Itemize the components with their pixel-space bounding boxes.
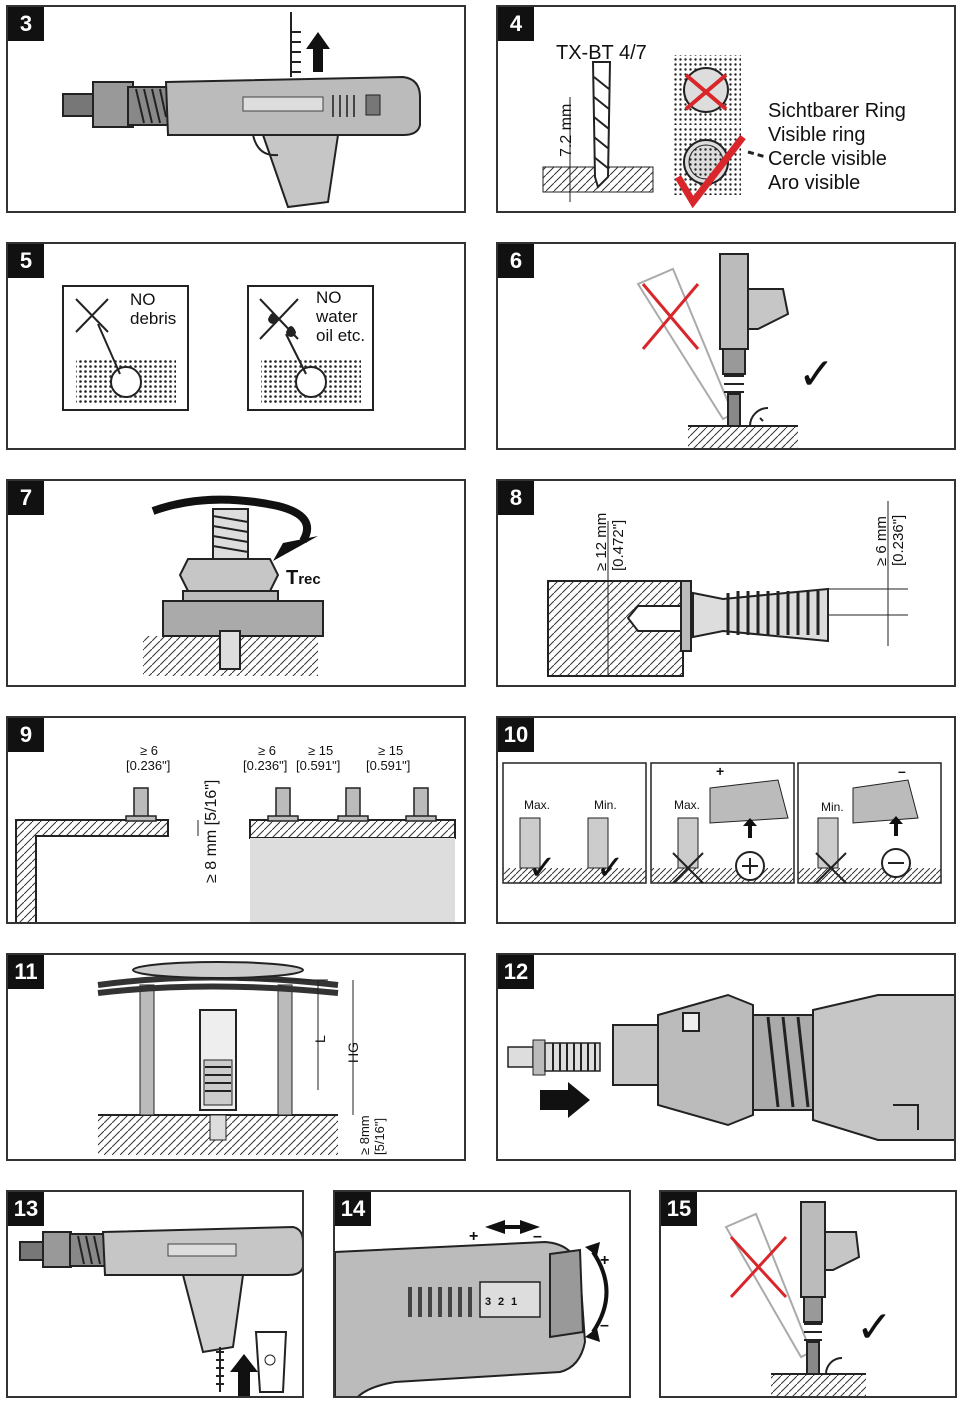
drill-illustration — [542, 55, 767, 209]
step-number: 8 — [498, 481, 534, 515]
spacing-1-in: [0.236"] — [126, 758, 171, 773]
torque-subscript: rec — [298, 571, 321, 588]
grating-height-label: HG — [345, 1042, 361, 1063]
step-11-panel: 11 L HG ≥ 8mm [5/16"] — [6, 953, 466, 1161]
depth-label: 7.2 mm — [558, 103, 575, 157]
step-number: 7 — [8, 481, 44, 515]
spacing-4-in: [0.591"] — [366, 758, 411, 773]
dial-minus-sign: – — [533, 1228, 542, 1245]
remove-strip-illustration — [19, 1225, 302, 1396]
step-13-panel: 13 — [6, 1190, 304, 1398]
no-water-line3: oil etc. — [316, 326, 366, 345]
length-label: L — [312, 1035, 328, 1043]
grating-illustration — [97, 961, 354, 1155]
step-4-panel: 4 TX-BT 4/7 7.2 mm Sichtbarer Ring Visib… — [496, 5, 956, 213]
thread-dist-mm: ≥ 6 mm — [873, 516, 890, 566]
adjust-illustration — [502, 762, 942, 884]
max-label-2: Max. — [674, 798, 701, 812]
step-number: 12 — [498, 955, 534, 989]
thickness-label: ≥ 8 mm [5/16"] — [203, 779, 220, 883]
min-label-2: Min. — [821, 800, 844, 814]
tool-illustration — [62, 12, 421, 209]
edge-distance-illustration — [547, 501, 908, 677]
power-regulation-illustration — [335, 1220, 609, 1396]
no-debris-line1: NO — [130, 290, 156, 309]
base-thickness-in: [5/16"] — [372, 1117, 387, 1155]
dial-plus-sign: + — [469, 1228, 479, 1245]
step-number: 4 — [498, 7, 534, 41]
step-number: 5 — [8, 244, 44, 278]
step-number: 6 — [498, 244, 534, 278]
dial-level-2: 2 — [498, 1296, 505, 1308]
step-8-panel: 8 ≥ 12 mm [0.472"] ≥ 6 mm [0.236"] — [496, 479, 956, 687]
step-5-panel: 5 NO debris NO water oil etc. — [6, 242, 466, 450]
perpendicular-illustration — [636, 253, 798, 448]
rotate-plus-sign: + — [600, 1252, 610, 1269]
step-10-panel: 10 Max. Min. Max. Min. + – ✓ ✓ — [496, 716, 956, 924]
ring-text: Sichtbarer Ring Visible ring Cercle visi… — [768, 99, 906, 195]
edge-dist-in: [0.472"] — [610, 519, 627, 571]
dial-level-1: 1 — [511, 1296, 518, 1308]
spacing-illustration — [15, 787, 456, 922]
step-number: 14 — [335, 1192, 371, 1226]
dial-level-3: 3 — [485, 1296, 492, 1308]
step-number: 10 — [498, 718, 534, 752]
no-debris-line2: debris — [130, 309, 177, 328]
no-water-line1: NO — [316, 288, 342, 307]
step-number: 3 — [8, 7, 44, 41]
step-9-panel: 9 ≥ 6 [0.236"] ≥ 6 [0.236"] ≥ 15 [0.591"… — [6, 716, 466, 924]
base-thickness-mm: ≥ 8mm — [357, 1115, 372, 1155]
torque-label: Trec — [286, 567, 321, 590]
ring-text-en: Visible ring — [768, 124, 866, 146]
check-min: ✓ — [596, 849, 625, 887]
no-water-line2: water — [316, 307, 358, 326]
ring-text-es: Aro visible — [768, 172, 861, 194]
product-label: TX-BT 4/7 — [556, 42, 647, 64]
insert-stud-illustration — [507, 993, 954, 1141]
contamination-illustration — [62, 285, 374, 411]
step-6-panel: 6 ✓ — [496, 242, 956, 450]
step-number: 9 — [8, 718, 44, 752]
step-12-panel: 12 — [496, 953, 956, 1161]
check-max: ✓ — [528, 849, 557, 887]
rotate-minus-sign: – — [600, 1317, 609, 1334]
spacing-1-mm: ≥ 6 — [140, 743, 158, 758]
step-number: 11 — [8, 955, 44, 989]
step-3-panel: 3 — [6, 5, 466, 213]
step-7-panel: 7 Trec — [6, 479, 466, 687]
ring-text-de: Sichtbarer Ring — [768, 100, 906, 122]
step-number: 13 — [8, 1192, 44, 1226]
step-15-panel: 15 ✓ — [659, 1190, 957, 1398]
step-14-panel: 14 + – 3 2 1 + – — [333, 1190, 631, 1398]
spacing-3-mm: ≥ 15 — [308, 743, 334, 758]
minus-sign: – — [898, 763, 906, 779]
spacing-2-mm: ≥ 6 — [258, 743, 276, 758]
max-label-1: Max. — [524, 798, 551, 812]
spacing-4-mm: ≥ 15 — [378, 743, 404, 758]
min-label-1: Min. — [594, 798, 617, 812]
step-number: 15 — [661, 1192, 697, 1226]
torque-illustration — [143, 495, 324, 676]
edge-dist-mm: ≥ 12 mm — [593, 512, 610, 571]
check-mark: ✓ — [856, 1303, 893, 1352]
ring-text-fr: Cercle visible — [768, 148, 887, 170]
check-mark: ✓ — [798, 350, 835, 399]
plus-sign: + — [716, 763, 725, 779]
spacing-3-in: [0.591"] — [296, 758, 341, 773]
torque-symbol: T — [286, 567, 299, 589]
thread-dist-in: [0.236"] — [890, 514, 907, 566]
perpendicular-illustration-2 — [724, 1201, 866, 1396]
spacing-2-in: [0.236"] — [243, 758, 288, 773]
